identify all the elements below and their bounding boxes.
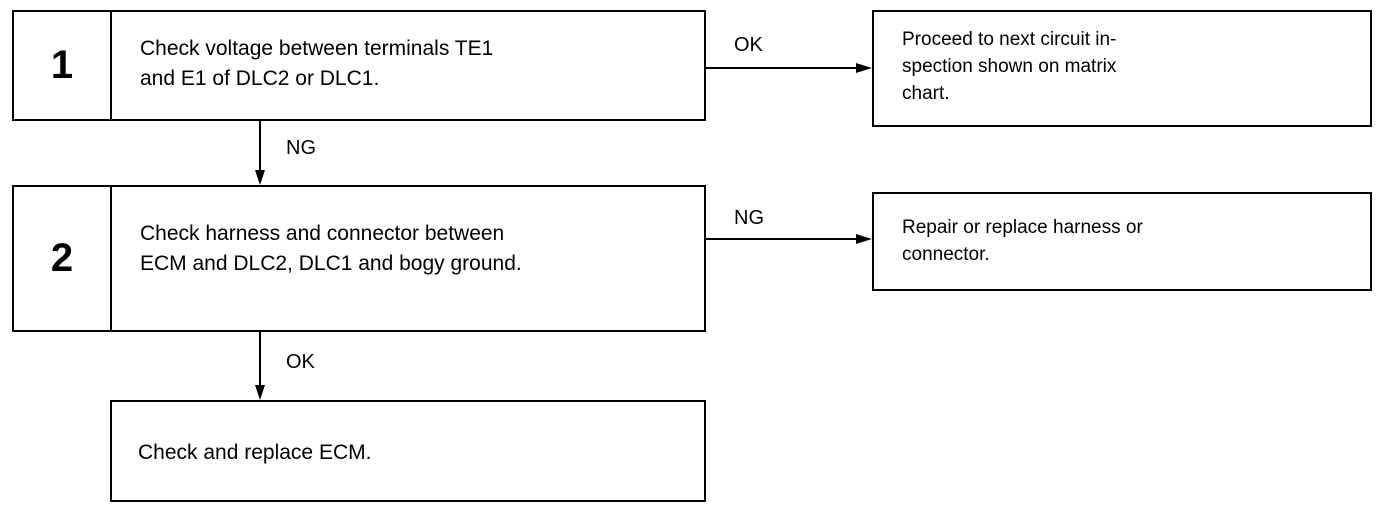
- step-1-number: 1: [14, 12, 112, 119]
- arrowhead-step1-ng: [255, 170, 265, 185]
- step-2-box: 2 Check harness and connector between EC…: [12, 185, 706, 332]
- label-step1-ok: OK: [734, 34, 763, 56]
- final-step-box: Check and replace ECM.: [110, 400, 706, 502]
- label-step2-ng: NG: [734, 207, 764, 229]
- result-1-text: Proceed to next circuit in- spection sho…: [902, 29, 1117, 104]
- step-2-number: 2: [14, 187, 112, 330]
- step-2-text: Check harness and connector between ECM …: [140, 222, 522, 275]
- result-2-text: Repair or replace harness or connector.: [902, 217, 1143, 265]
- result-2-box: Repair or replace harness or connector.: [872, 192, 1372, 291]
- arrowhead-step2-ok: [255, 385, 265, 400]
- step-1-text: Check voltage between terminals TE1 and …: [140, 37, 494, 90]
- arrowhead-step2-ng: [856, 234, 872, 244]
- label-step1-ng: NG: [286, 137, 316, 159]
- label-step2-ok: OK: [286, 351, 315, 373]
- final-step-text: Check and replace ECM.: [138, 441, 372, 464]
- step-1-box: 1 Check voltage between terminals TE1 an…: [12, 10, 706, 121]
- arrowhead-step1-ok: [856, 63, 872, 73]
- result-1-box: Proceed to next circuit in- spection sho…: [872, 10, 1372, 127]
